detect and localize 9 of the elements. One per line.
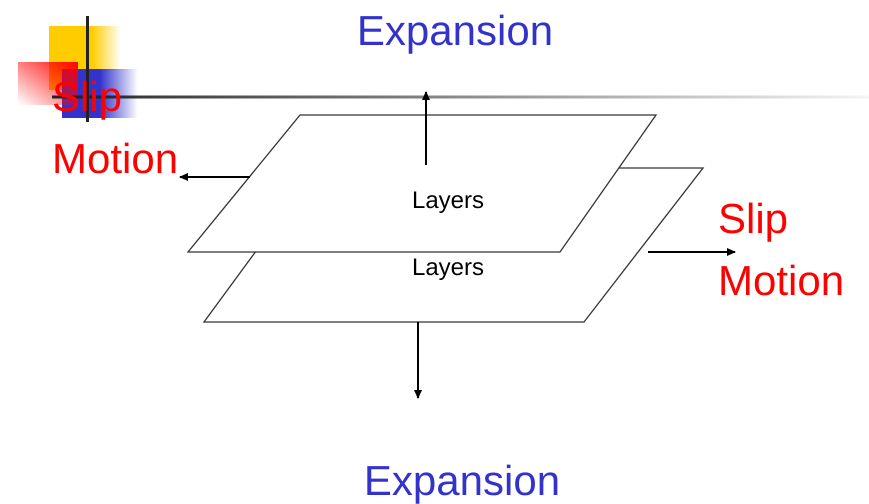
direction-label: Expansion xyxy=(330,0,580,62)
arrow xyxy=(648,248,736,256)
direction-label: Expansion xyxy=(337,450,587,504)
layer-label: Layers xyxy=(412,254,484,282)
arrow xyxy=(414,322,422,399)
direction-label: Slip Motion xyxy=(718,188,868,312)
layer-label: Layers xyxy=(412,187,484,215)
arrow xyxy=(422,91,430,165)
arrow xyxy=(179,173,250,181)
